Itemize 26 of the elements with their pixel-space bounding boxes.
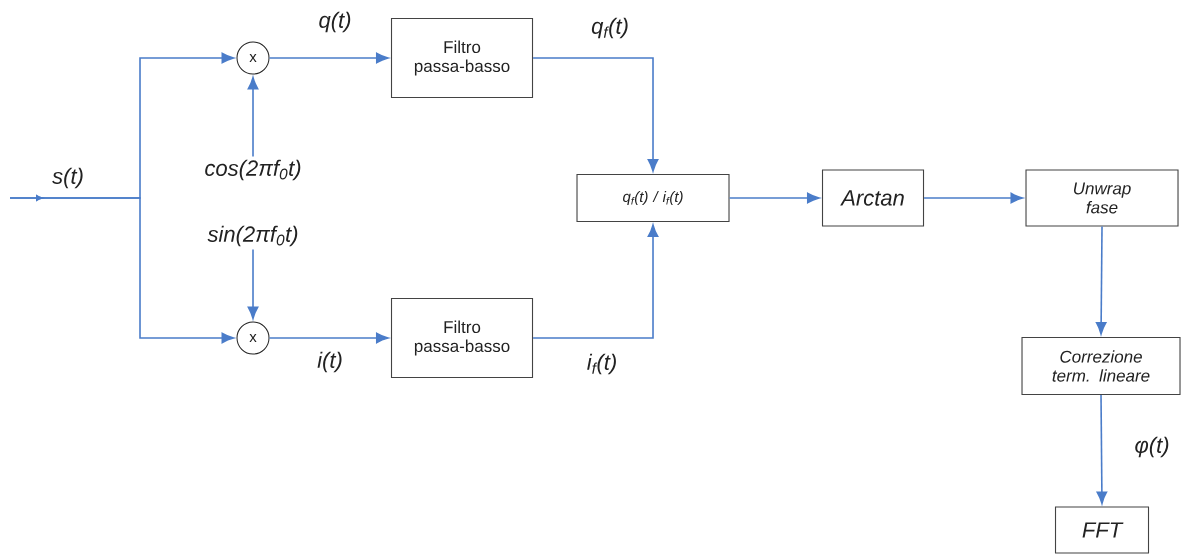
filter-box: Filtro passa-basso <box>390 17 534 99</box>
edge-label: q$_{f}$(t) <box>591 17 628 39</box>
arrow <box>728 192 820 204</box>
ratio-box: q$_{f}$(t) / i$_{f}$(t) <box>576 173 730 223</box>
arrow <box>268 332 389 344</box>
process-box: Unwrap fase <box>1025 169 1179 227</box>
filter-box: Filtro passa-basso <box>390 297 534 379</box>
process-box: Correzione term. lineare <box>1021 336 1181 396</box>
arrow <box>9 195 235 344</box>
arrow <box>247 76 259 158</box>
edge-label: q(t) <box>319 11 351 33</box>
arrow <box>1095 225 1107 335</box>
edge-label: i(t) <box>317 351 342 373</box>
arrow <box>532 224 659 339</box>
arrow <box>268 52 389 64</box>
signal-label: cos(2πf$_{0}$t) <box>205 159 301 181</box>
edge-label: s(t) <box>52 167 83 189</box>
signal-label: sin(2πf$_{0}$t) <box>207 225 298 247</box>
edge-label: i$_{f}$(t) <box>587 353 616 375</box>
arrow <box>1096 394 1108 505</box>
arrow <box>247 248 259 320</box>
edge-label: φ(t) <box>1135 436 1169 458</box>
arrow <box>923 192 1024 204</box>
arrow <box>532 57 659 172</box>
process-box: FFT <box>1054 506 1150 554</box>
process-box: Arctan <box>821 169 925 227</box>
